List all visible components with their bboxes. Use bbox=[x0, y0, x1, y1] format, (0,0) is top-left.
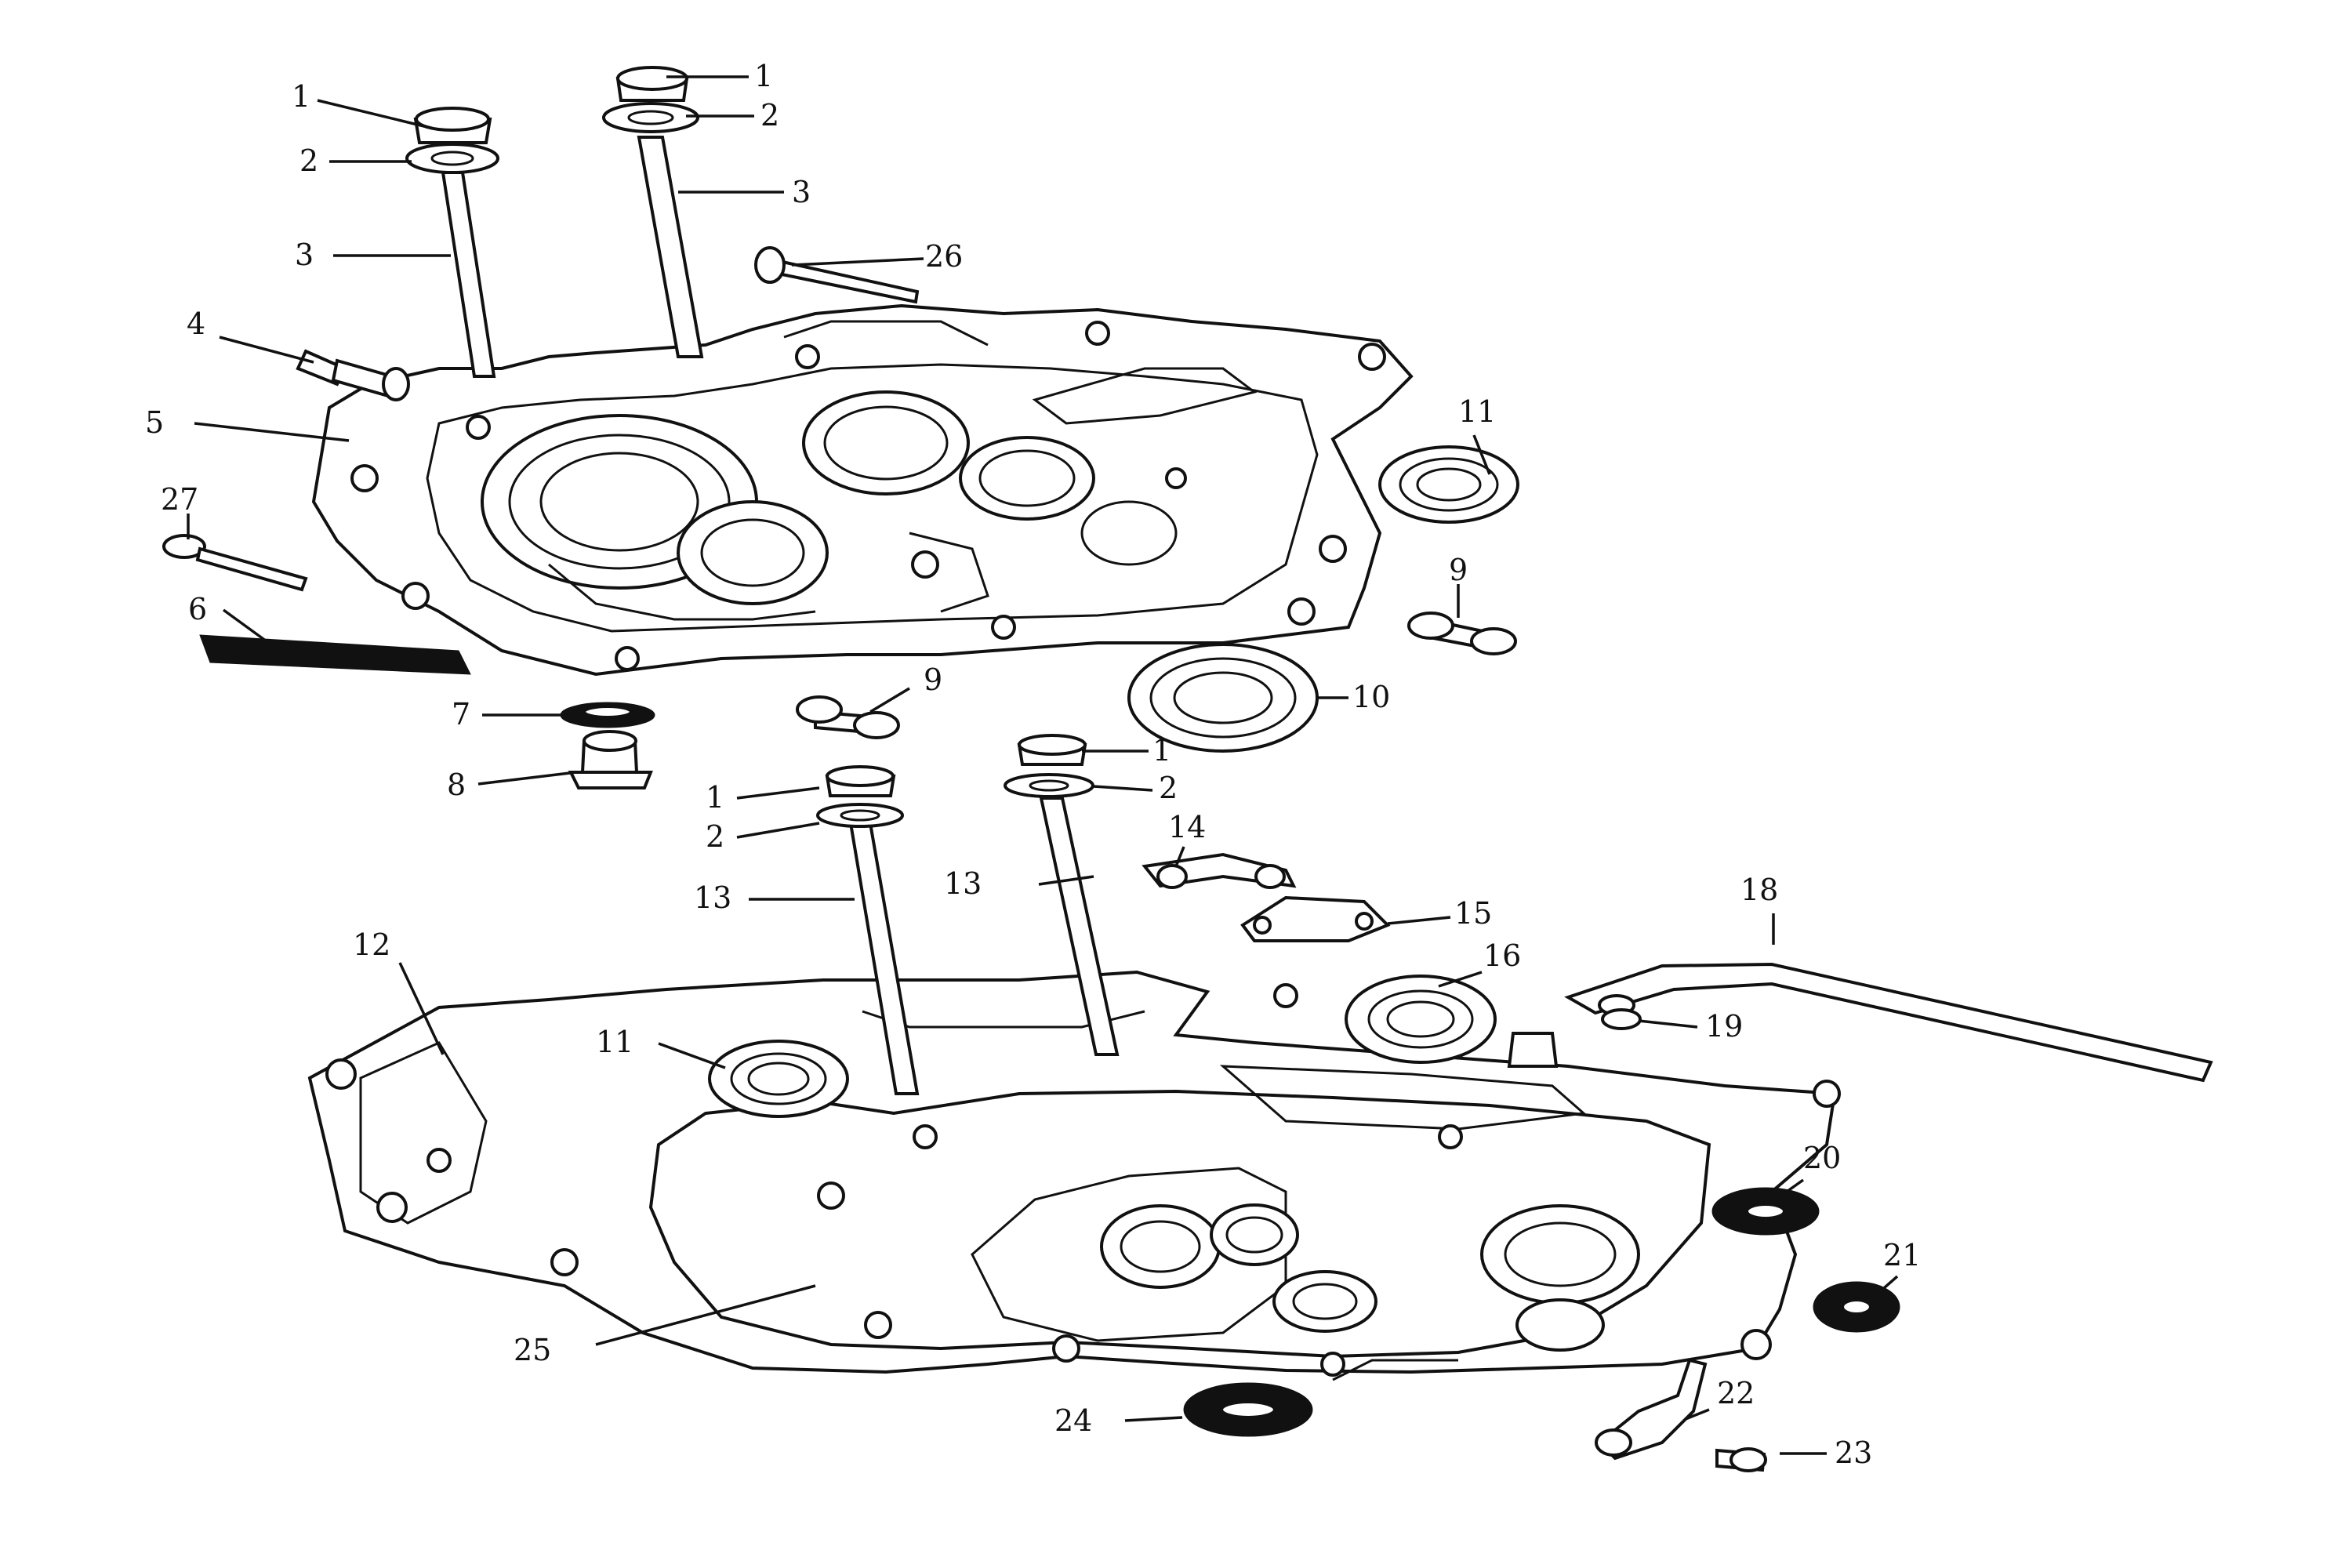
callout-27: 27 bbox=[161, 482, 198, 517]
bolt-27 bbox=[162, 534, 308, 592]
callout-4: 4 bbox=[187, 307, 205, 341]
callout-1: 1 bbox=[292, 79, 310, 114]
callout-3: 3 bbox=[792, 175, 811, 209]
plate-15 bbox=[1240, 895, 1391, 942]
oil-seal-21 bbox=[1813, 1281, 1900, 1333]
upper-left-stud-bolt bbox=[405, 107, 499, 378]
callout-18: 18 bbox=[1740, 873, 1778, 907]
callout-13: 13 bbox=[944, 866, 982, 901]
callout-15: 15 bbox=[1454, 896, 1492, 931]
dowel-9b bbox=[1407, 612, 1517, 655]
lower-right-stud-bolt bbox=[1004, 734, 1120, 1056]
lever-22 bbox=[1595, 1358, 1708, 1461]
bolt-26 bbox=[754, 246, 920, 304]
lower-left-stud-bolt bbox=[816, 765, 920, 1095]
callout-10: 10 bbox=[1352, 680, 1390, 714]
callout-1: 1 bbox=[754, 59, 773, 93]
callout-5: 5 bbox=[145, 405, 164, 440]
callout-25: 25 bbox=[514, 1333, 551, 1367]
callout-20: 20 bbox=[1803, 1141, 1841, 1175]
callout-13: 13 bbox=[694, 880, 731, 915]
bearing-11-upper bbox=[1378, 445, 1519, 524]
upper-right-stud-bolt bbox=[602, 66, 704, 358]
oil-seal-20 bbox=[1711, 1187, 1820, 1236]
callout-19: 19 bbox=[1705, 1009, 1743, 1044]
callout-22: 22 bbox=[1717, 1376, 1755, 1410]
callout-7: 7 bbox=[452, 697, 470, 731]
callout-26: 26 bbox=[925, 239, 963, 274]
callout-6: 6 bbox=[188, 592, 207, 626]
callout-1: 1 bbox=[706, 780, 724, 815]
strainer-screen-6 bbox=[199, 634, 471, 675]
callout-3: 3 bbox=[295, 238, 314, 272]
callout-14: 14 bbox=[1168, 810, 1206, 844]
callout-12: 12 bbox=[353, 927, 390, 962]
callout-23: 23 bbox=[1835, 1436, 1872, 1470]
bolt-23 bbox=[1715, 1447, 1767, 1472]
upper-crankcase-half bbox=[311, 303, 1414, 677]
oil-seal-24 bbox=[1183, 1382, 1313, 1437]
callout-numbers: 1 2 3 1 2 3 26 4 5 27 6 11 9 9 10 7 8 1 … bbox=[145, 59, 1921, 1470]
callout-1: 1 bbox=[1152, 733, 1171, 768]
callout-16: 16 bbox=[1483, 938, 1521, 973]
washer-7 bbox=[560, 702, 655, 728]
bearing-16 bbox=[1345, 975, 1497, 1064]
callout-2: 2 bbox=[1159, 771, 1178, 805]
callout-2: 2 bbox=[706, 819, 724, 854]
callout-24: 24 bbox=[1054, 1403, 1092, 1438]
lower-crankcase-half bbox=[307, 970, 1841, 1381]
dowel-9a bbox=[796, 695, 900, 739]
leader-lines bbox=[187, 75, 1899, 1455]
callout-8: 8 bbox=[447, 768, 466, 802]
callout-11: 11 bbox=[1458, 394, 1496, 429]
bearing-10 bbox=[1127, 643, 1319, 753]
callout-2: 2 bbox=[760, 98, 779, 132]
bearing-11-lower bbox=[708, 1040, 849, 1118]
clamp-19 bbox=[1601, 1008, 1642, 1030]
plug-4 bbox=[296, 349, 410, 401]
callout-11: 11 bbox=[596, 1025, 633, 1059]
callout-9: 9 bbox=[1449, 553, 1468, 587]
bracket-14 bbox=[1142, 852, 1297, 889]
callout-21: 21 bbox=[1883, 1238, 1921, 1272]
callout-9: 9 bbox=[924, 662, 942, 697]
callout-2: 2 bbox=[299, 143, 318, 178]
drain-plug-8 bbox=[568, 730, 653, 789]
